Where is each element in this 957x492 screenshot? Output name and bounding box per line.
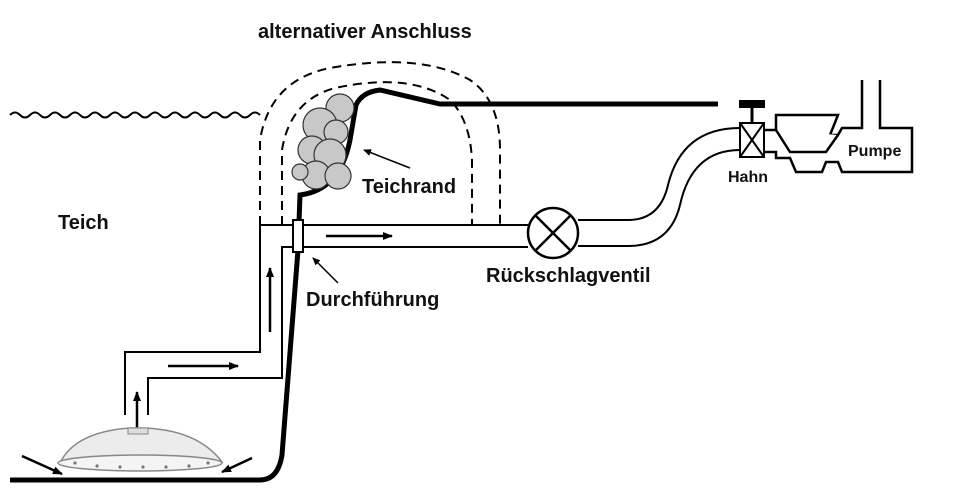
feedthrough-label: Durchführung (306, 289, 439, 311)
check-valve-label: Rückschlagventil (486, 265, 651, 287)
check-valve-icon (526, 206, 580, 260)
feedthrough-pointer (312, 257, 339, 284)
water-surface-line (9, 111, 261, 119)
pond-edge-label: Teichrand (362, 176, 456, 198)
feedthrough-sleeve (292, 219, 304, 253)
alternative-connection-label: alternativer Anschluss (258, 21, 472, 43)
foliage-bush (291, 93, 355, 190)
pump-label: Pumpe (848, 143, 901, 160)
tap-icon (739, 100, 765, 158)
flow-arrows (21, 232, 393, 476)
pump-icon (764, 80, 914, 174)
flow-arrow-in-right (221, 456, 253, 474)
alternative-connection-pipe (259, 61, 501, 225)
pond-bottom-line (10, 249, 301, 483)
flow-arrow-in-left (21, 454, 63, 476)
pond-edge-wall (295, 87, 718, 251)
skimmer-dome-icon (57, 427, 224, 472)
tap-label: Hahn (728, 169, 768, 186)
suction-pipe (124, 127, 741, 415)
pond-label: Teich (58, 212, 109, 234)
pond-edge-pointer (363, 149, 411, 169)
